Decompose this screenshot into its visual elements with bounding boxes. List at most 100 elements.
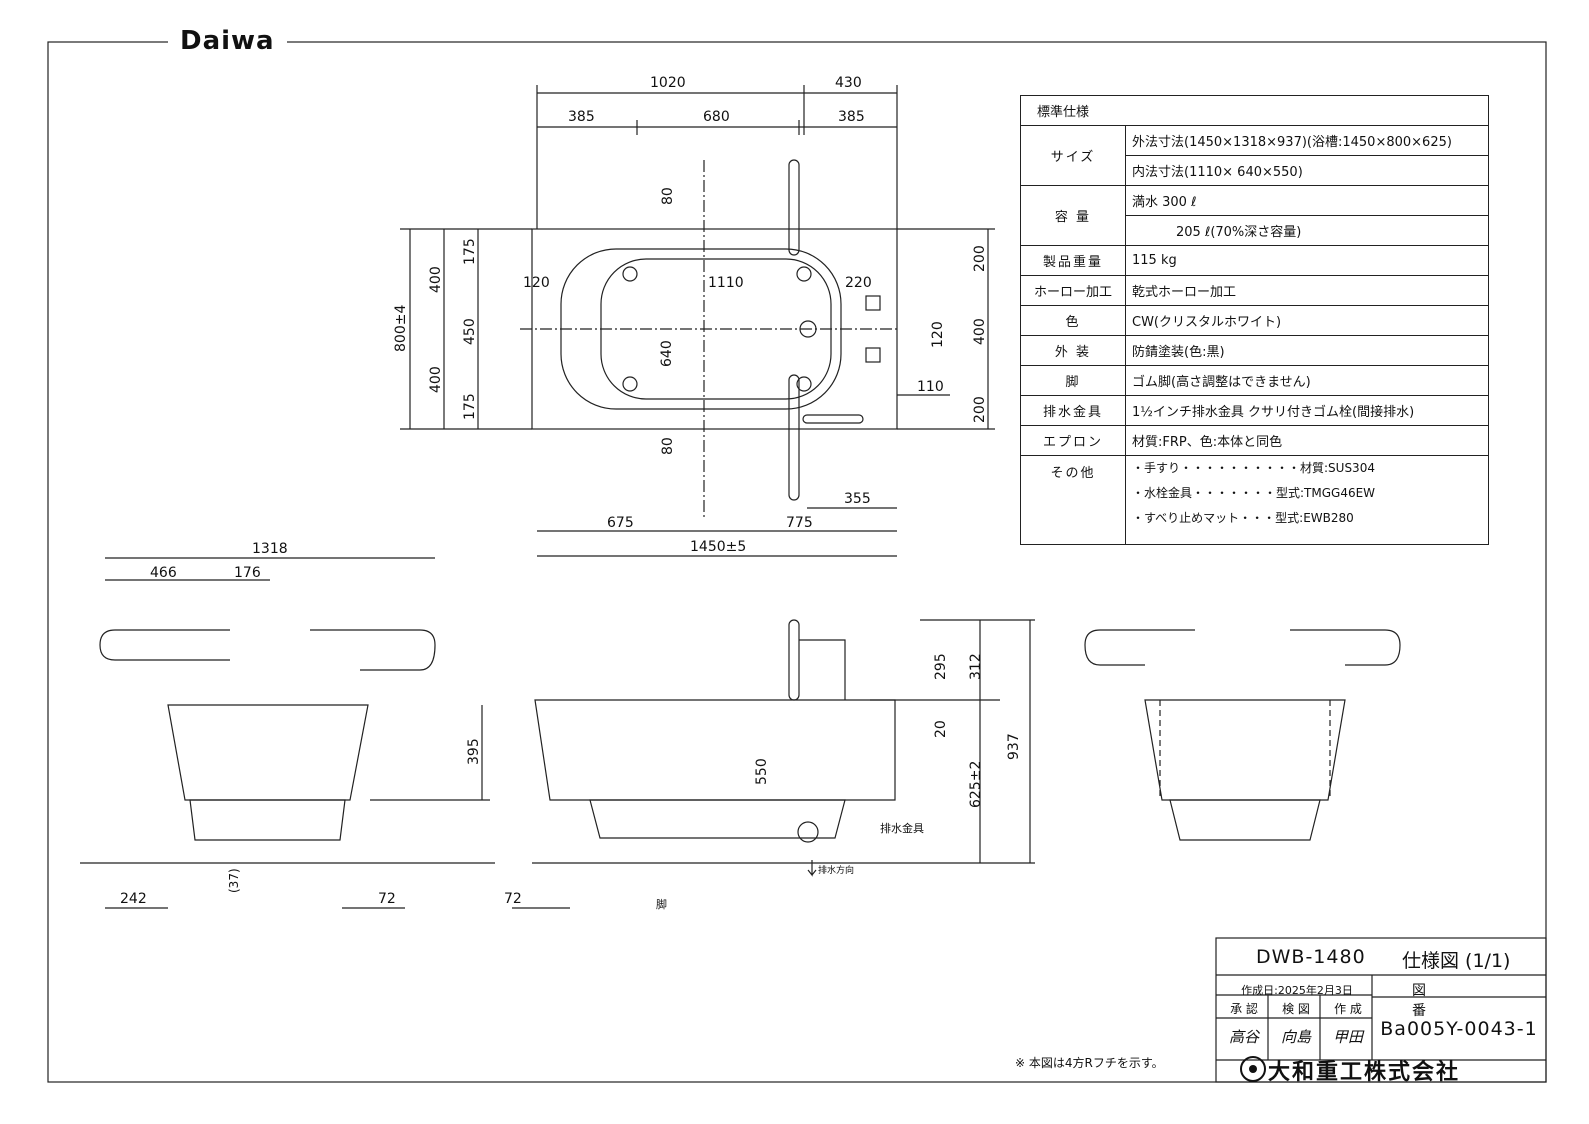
spec-header: 標準仕様 — [1020, 95, 1489, 126]
dim-242: 242 — [120, 891, 147, 907]
spec-enamel-label: ホーロー加工 — [1020, 275, 1126, 306]
spec-weight-value: 115 kg — [1125, 245, 1489, 276]
spec-apron-value: 材質:FRP、色:本体と同色 — [1125, 425, 1489, 456]
dim-80a: 80 — [660, 187, 676, 205]
stamp-approve: 高谷 — [1228, 1028, 1259, 1046]
side-dimensions: 1318 466 176 395 (37) 242 72 72 550 295 … — [120, 541, 1022, 911]
dim-400a: 400 — [428, 266, 444, 293]
spec-color-label: 色 — [1020, 305, 1126, 336]
sheet-border — [47, 41, 1547, 1083]
dim-110: 110 — [917, 379, 944, 395]
spec-size-inner: 内法寸法(1110× 640×550) — [1125, 155, 1489, 186]
spec-other-label: その他 — [1020, 455, 1126, 545]
dim-466: 466 — [150, 565, 177, 581]
dim-1110: 1110 — [708, 275, 744, 291]
dim-220: 220 — [845, 275, 872, 291]
role-approve: 承 認 — [1230, 1002, 1258, 1016]
dim-120-right: 120 — [930, 321, 946, 348]
plan-dimensions: 1020 430 385 680 385 800±4 400 400 450 1… — [393, 75, 988, 555]
side-tub-body — [167, 704, 369, 801]
approval-stamps: 高谷 向島 甲田 — [1218, 1026, 1374, 1047]
spec-capacity-70: 205 ℓ(70%深さ容量) — [1125, 215, 1489, 246]
end-handrail — [1084, 629, 1401, 666]
spec-other-item: ・手すり・・・・・・・・・・材質:SUS304 — [1132, 461, 1375, 475]
creation-date: 作成日:2025年2月3日 — [1241, 984, 1353, 997]
dim-400b: 400 — [428, 366, 444, 393]
dim-312: 312 — [968, 653, 984, 680]
drawing-note: ※ 本図は4方Rフチを示す。 — [1015, 1056, 1164, 1070]
spec-apron-label: エプロン — [1020, 425, 1126, 456]
title-block: DWB-1480 仕様図 (1/1) 作成日:2025年2月3日 図 番 承 認… — [1216, 938, 1546, 1085]
dim-937: 937 — [1006, 733, 1022, 760]
dim-37: (37) — [227, 868, 241, 893]
dim-200b: 200 — [972, 396, 988, 423]
dim-1318: 1318 — [252, 541, 288, 557]
spec-drain-label: 排水金具 — [1020, 395, 1126, 426]
plan-drain-circle — [799, 320, 817, 338]
dim-1020: 1020 — [650, 75, 686, 91]
spec-exterior-value: 防錆塗装(色:黒) — [1125, 335, 1489, 366]
spec-enamel-value: 乾式ホーロー加工 — [1125, 275, 1489, 306]
brand-logo: Daiwa — [168, 26, 287, 56]
stamp-check: 向島 — [1280, 1028, 1311, 1046]
dim-1450: 1450±5 — [690, 539, 746, 555]
plan-view — [400, 85, 995, 557]
dim-385b: 385 — [838, 109, 865, 125]
dim-175a: 175 — [462, 238, 478, 265]
spec-drain-value: 1½インチ排水金具 クサリ付きゴム栓(間接排水) — [1125, 395, 1489, 426]
spec-other-item: ・すべり止めマット・・・型式:EWB280 — [1132, 511, 1354, 525]
model-number: DWB-1480 — [1256, 946, 1366, 968]
approval-roles: 承 認 検 図 作 成 — [1218, 1000, 1374, 1017]
dim-295: 295 — [933, 653, 949, 680]
side-view — [80, 557, 495, 909]
spec-color-value: CW(クリスタルホワイト) — [1125, 305, 1489, 336]
role-create: 作 成 — [1334, 1002, 1362, 1016]
side-handrail — [99, 629, 436, 671]
dim-395: 395 — [466, 738, 482, 765]
spec-table: 標準仕様 サイズ 外法寸法(1450×1318×937)(浴槽:1450×800… — [1020, 95, 1489, 545]
dim-200a: 200 — [972, 245, 988, 272]
front-handrail — [788, 619, 800, 701]
dim-430: 430 — [835, 75, 862, 91]
company-mark-icon — [1240, 1056, 1266, 1082]
dim-775: 775 — [786, 515, 813, 531]
spec-weight-label: 製品重量 — [1020, 245, 1126, 276]
spec-other-item: ・水栓金具・・・・・・・型式:TMGG46EW — [1132, 486, 1376, 500]
title-block-grid — [1215, 937, 1547, 1083]
spec-size-label: サイズ — [1020, 125, 1126, 186]
dim-385a: 385 — [568, 109, 595, 125]
company-name: 大和重工株式会社 — [1268, 1060, 1461, 1085]
stamp-create: 甲田 — [1332, 1028, 1363, 1046]
spec-legs-label: 脚 — [1020, 365, 1126, 396]
dim-640: 640 — [659, 340, 675, 367]
dim-120-left: 120 — [523, 275, 550, 291]
front-view — [512, 619, 1035, 909]
plan-handrail-a — [788, 159, 800, 256]
spec-size-outer: 外法寸法(1450×1318×937)(浴槽:1450×800×625) — [1125, 125, 1489, 156]
label-leg: 脚 — [656, 897, 667, 911]
dim-72b: 72 — [504, 891, 522, 907]
end-tub-body — [1144, 699, 1346, 801]
dim-550: 550 — [754, 758, 770, 785]
dim-800: 800±4 — [393, 305, 409, 352]
role-check: 検 図 — [1282, 1002, 1310, 1016]
front-tub-body — [534, 699, 896, 801]
dim-20: 20 — [933, 720, 949, 738]
spec-exterior-label: 外 装 — [1020, 335, 1126, 366]
drawing-title: 仕様図 (1/1) — [1402, 950, 1511, 972]
dim-450: 450 — [462, 318, 478, 345]
dim-400c: 400 — [972, 318, 988, 345]
label-drain-fitting: 排水金具 — [880, 821, 924, 835]
dim-355: 355 — [844, 491, 871, 507]
spec-capacity-label: 容 量 — [1020, 185, 1126, 246]
dim-176: 176 — [234, 565, 261, 581]
plan-handrail-b — [788, 374, 800, 501]
dim-680: 680 — [703, 109, 730, 125]
dim-625: 625±2 — [968, 761, 984, 808]
spec-capacity-full: 満水 300 ℓ — [1125, 185, 1489, 216]
label-drain-direction: 排水方向 — [818, 864, 854, 876]
spec-legs-value: ゴム脚(高さ調整はできません) — [1125, 365, 1489, 396]
dim-675: 675 — [607, 515, 634, 531]
dim-72a: 72 — [378, 891, 396, 907]
